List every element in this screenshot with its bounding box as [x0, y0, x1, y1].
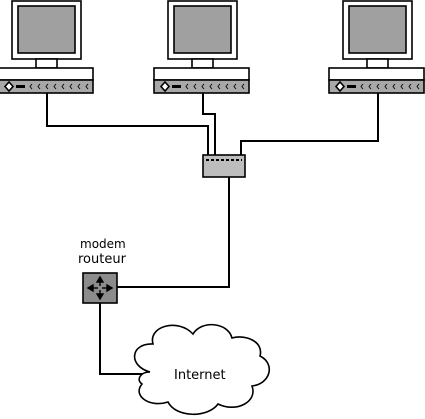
router-label: routeur [78, 252, 127, 267]
cable-router-internet [99, 303, 150, 375]
desktop-computer-icon [0, 0, 94, 94]
internet-cloud: Internet [133, 323, 271, 415]
computer-1 [0, 0, 94, 94]
computer-2 [153, 0, 250, 94]
cable-switch-router [117, 166, 230, 288]
desktop-computer-icon [328, 0, 425, 94]
modem-router: modem routeur [78, 237, 127, 304]
computer-3 [328, 0, 425, 94]
cable-computer-1 [46, 93, 209, 160]
router-icon [82, 272, 118, 304]
switch-icon [202, 154, 246, 178]
desktop-computer-icon [153, 0, 250, 94]
network-switch [202, 154, 246, 178]
cable-computer-3 [240, 93, 379, 160]
cloud-icon [133, 323, 271, 415]
modem-label: modem [80, 237, 126, 251]
network-cables [46, 93, 379, 375]
cable-computer-2 [202, 93, 216, 160]
internet-label: Internet [174, 368, 226, 383]
